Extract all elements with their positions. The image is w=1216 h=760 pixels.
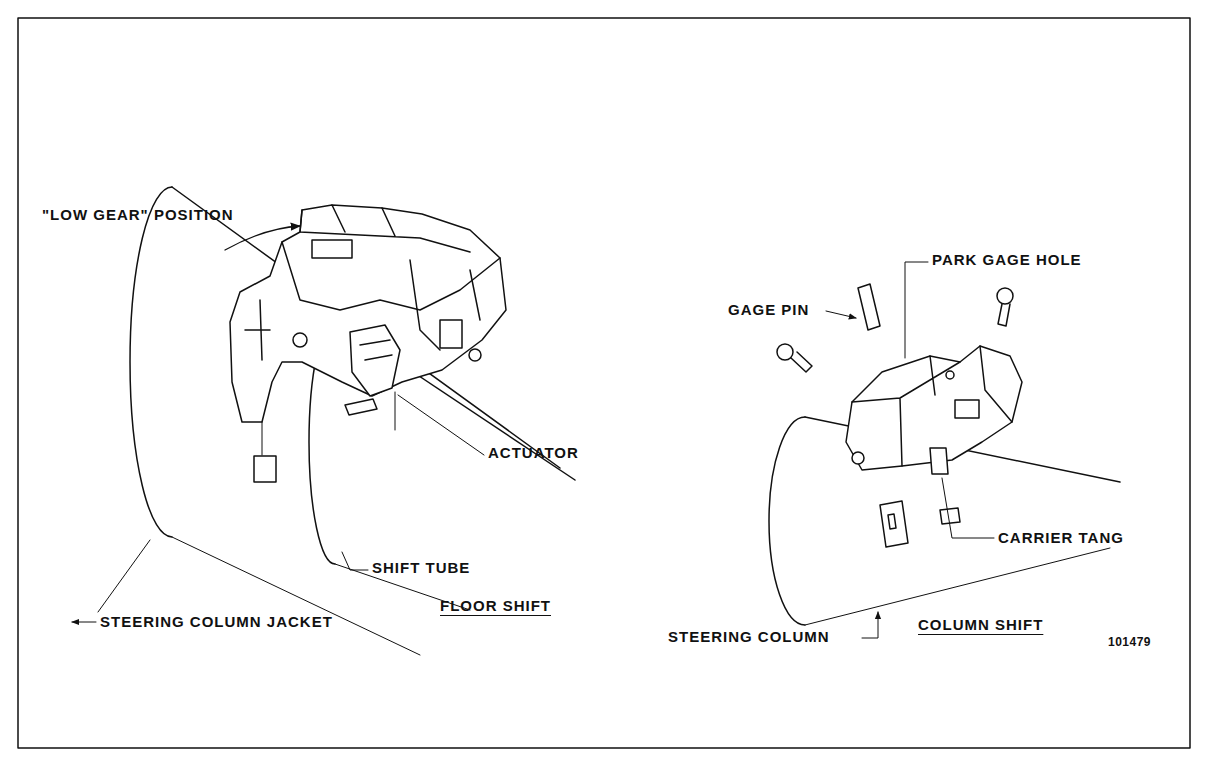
leader xyxy=(905,262,928,358)
part-name: STEERING COLUMN JACKET xyxy=(100,614,333,631)
leader xyxy=(862,612,878,638)
slot xyxy=(940,508,960,524)
floor-shift-drawing xyxy=(72,187,575,655)
switch-detail xyxy=(955,400,979,418)
rivet xyxy=(293,333,307,347)
leader xyxy=(98,540,150,612)
slot xyxy=(888,514,896,529)
position-label: "LOW GEAR" POSITION xyxy=(42,207,234,224)
jacket-edge xyxy=(172,537,420,655)
screw xyxy=(777,344,812,372)
column-edge xyxy=(805,548,1110,625)
leader xyxy=(342,552,368,570)
actuator xyxy=(350,325,400,396)
actuator-detail xyxy=(360,340,392,360)
gage-pin xyxy=(858,284,880,330)
arrow xyxy=(225,226,300,250)
part-name: GAGE PIN xyxy=(728,302,809,319)
leader xyxy=(398,395,484,455)
leader xyxy=(262,422,263,455)
leader xyxy=(942,478,994,538)
view-caption: FLOOR SHIFT xyxy=(440,598,551,615)
carrier-tang xyxy=(930,448,948,474)
switch-detail xyxy=(245,260,480,360)
part-name: SHIFT TUBE xyxy=(372,560,470,577)
switch-tab xyxy=(254,456,276,482)
jacket-edge xyxy=(172,187,560,468)
column-shift-drawing xyxy=(769,262,1120,638)
leader xyxy=(826,311,856,318)
jacket-end xyxy=(130,187,172,537)
part-name: CARRIER TANG xyxy=(998,530,1124,547)
tube-slot xyxy=(345,399,377,415)
switch-body xyxy=(230,205,506,422)
part-name: PARK GAGE HOLE xyxy=(932,252,1082,269)
figure-number: 101479 xyxy=(1108,636,1151,649)
view-caption: COLUMN SHIFT xyxy=(918,617,1043,634)
slotted-tab xyxy=(880,501,908,547)
screw xyxy=(997,288,1013,326)
switch-detail xyxy=(440,320,462,348)
frame xyxy=(18,18,1190,748)
switch-detail xyxy=(312,240,352,258)
rivet xyxy=(469,349,481,361)
leader xyxy=(72,622,96,623)
rivet xyxy=(852,452,864,464)
gage-hole xyxy=(946,371,954,379)
part-name: STEERING COLUMN xyxy=(668,629,830,646)
leader xyxy=(395,392,396,430)
column-end xyxy=(769,417,805,625)
part-name: ACTUATOR xyxy=(488,445,579,462)
